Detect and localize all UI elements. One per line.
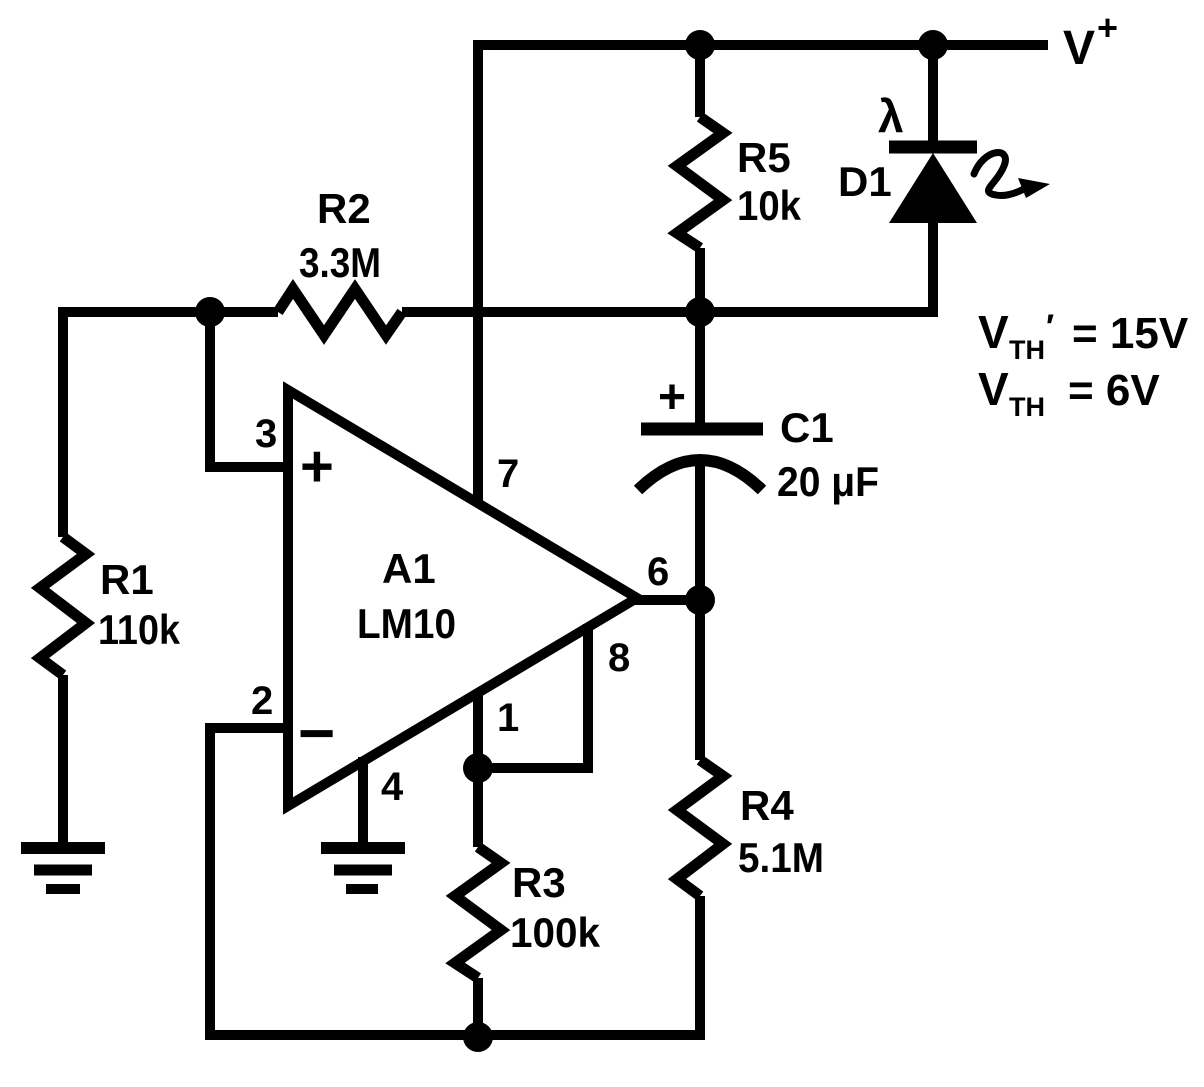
- resistor-r1: [30, 532, 96, 680]
- vth-base: V: [978, 363, 1009, 415]
- r5-designator: R5: [737, 134, 791, 181]
- ground-left: [21, 842, 105, 894]
- vth-annotation: V TH = 6V: [978, 363, 1160, 422]
- capacitor-c1: +: [633, 371, 767, 495]
- c1-designator: C1: [780, 404, 834, 451]
- resistor-r2: [273, 279, 407, 345]
- r4-designator: R4: [740, 782, 794, 829]
- pin-8-label: 8: [608, 636, 630, 680]
- junction-dot: [918, 30, 948, 60]
- opamp-part-number: LM10: [357, 600, 456, 647]
- junction-dot: [685, 297, 715, 327]
- resistor-r4-body: [667, 755, 733, 901]
- d1-designator: D1: [838, 158, 892, 205]
- vth-prime-base: V: [978, 306, 1009, 358]
- opamp-designator: A1: [382, 545, 436, 592]
- opamp-triangle: [283, 381, 647, 815]
- resistor-r3-body: [445, 842, 511, 983]
- r4-value: 5.1M: [738, 834, 824, 881]
- pin-1-label: 1: [497, 696, 519, 740]
- light-emission-arrowhead-icon: [1018, 178, 1050, 198]
- d1-anode-triangle: [889, 153, 977, 223]
- pin-4-label: 4: [381, 765, 404, 809]
- r1-value: 110k: [98, 606, 181, 653]
- r3-designator: R3: [512, 859, 566, 906]
- c1-value: 20 μF: [777, 458, 879, 505]
- labels: V + R2 3.3M R5 10k R1 110k R3 100k R4 5.…: [98, 7, 1189, 956]
- r5-value: 10k: [737, 182, 802, 229]
- v-plus-superscript: +: [1097, 7, 1118, 48]
- opamp-a1: [283, 381, 647, 815]
- wire-pin3: [205, 312, 290, 472]
- c1-polarity-sign: +: [658, 371, 686, 424]
- resistor-r5: [667, 112, 733, 253]
- r1-designator: R1: [100, 556, 154, 603]
- resistor-r5-body: [667, 112, 733, 253]
- light-emission-arrow-icon: [970, 149, 1028, 199]
- vth-prime-mark: ′: [1046, 308, 1054, 346]
- opamp-plus-input-sign: +: [300, 434, 334, 499]
- resistor-r3: [445, 842, 511, 983]
- junction-dot: [195, 297, 225, 327]
- junction-dots: [195, 30, 948, 1052]
- resistor-r1-body: [30, 532, 96, 680]
- junction-dot: [463, 1022, 493, 1052]
- junction-dot: [685, 30, 715, 60]
- resistor-r2-body: [273, 279, 407, 345]
- vth-prime-value: = 15V: [1072, 309, 1189, 358]
- wire-pin2-bottom-rail: [205, 723, 700, 1040]
- pin-2-label: 2: [251, 679, 273, 723]
- vth-value: = 6V: [1068, 366, 1160, 415]
- vth-subscript: TH: [1009, 392, 1045, 422]
- vth-prime-annotation: V TH ′ = 15V: [978, 306, 1189, 365]
- vth-prime-subscript: TH: [1009, 335, 1045, 365]
- pin-6-label: 6: [647, 550, 669, 594]
- resistor-r4: [667, 755, 733, 901]
- r3-value: 100k: [510, 909, 601, 956]
- pin-3-label: 3: [255, 412, 277, 456]
- ground-pin4: [321, 842, 405, 894]
- v-plus-label: V: [1063, 22, 1095, 75]
- junction-dot: [685, 585, 715, 615]
- d1-lambda-symbol: λ: [878, 90, 904, 142]
- junction-dot: [463, 753, 493, 783]
- led-d1: [889, 140, 1050, 223]
- c1-curved-plate: [633, 454, 767, 495]
- r2-designator: R2: [317, 185, 371, 232]
- pin-7-label: 7: [497, 452, 519, 496]
- wire-pin8: [478, 624, 593, 773]
- r2-value: 3.3M: [299, 239, 381, 286]
- wires: [58, 40, 1048, 1040]
- opamp-minus-input-sign: −: [298, 697, 335, 769]
